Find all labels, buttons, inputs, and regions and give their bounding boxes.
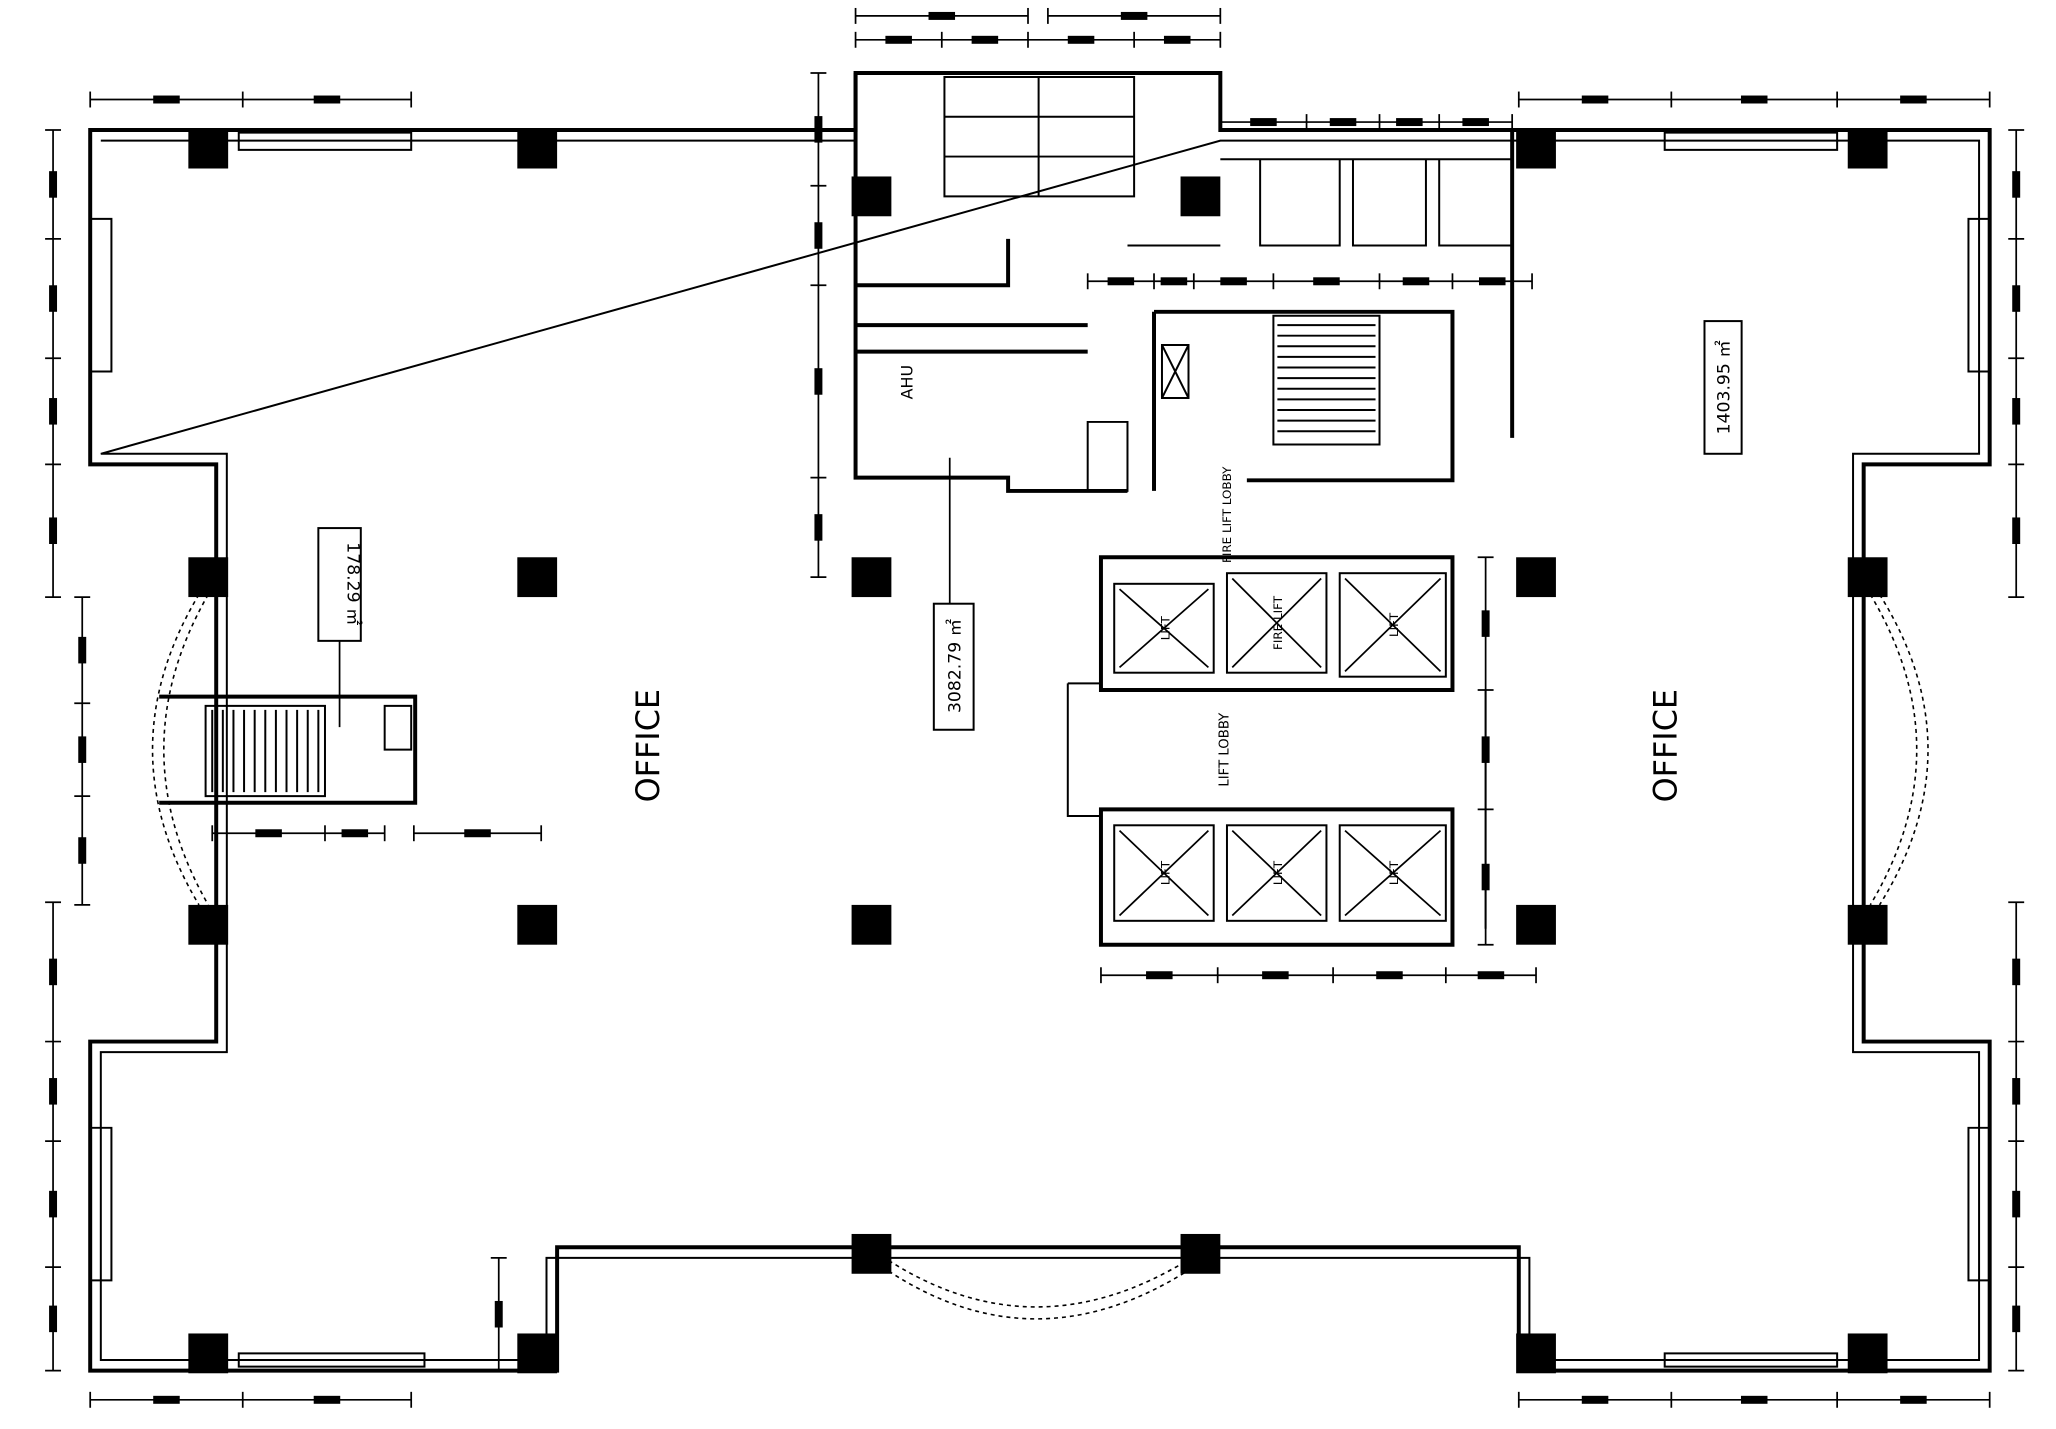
column: [1516, 904, 1556, 945]
dimension-line: [1047, 7, 1222, 24]
structural-columns: [188, 128, 1888, 1374]
column: [851, 557, 892, 598]
lift-shaft: LIFT: [1338, 824, 1447, 922]
column: [188, 1333, 229, 1374]
leader-lines: [338, 457, 951, 728]
dimension-lines: [45, 7, 2025, 1408]
dimension-line: [854, 7, 1029, 24]
dimension-line: [1100, 967, 1537, 984]
exterior-walls: [88, 70, 1992, 1373]
dimension-line: [45, 901, 62, 1372]
area-tag-office-left: 3082.79 ㎡: [932, 602, 975, 731]
office-right-label: OFFICE: [1647, 689, 1685, 802]
dimension-line: [2008, 129, 2025, 598]
column: [1516, 128, 1556, 169]
column: [188, 557, 229, 598]
dimension-line: [854, 31, 1222, 48]
dimension-line: [89, 1391, 413, 1408]
stair-area-label: 178.29 ㎡: [343, 542, 363, 625]
service-core: LIFT FIRE LIFT LIFT LIFT LIFT LIFT: [159, 72, 1515, 947]
area-tag-stair: 178.29 ㎡: [317, 527, 363, 642]
column: [188, 128, 229, 169]
column: [517, 904, 558, 945]
lift-shafts: LIFT FIRE LIFT LIFT LIFT LIFT LIFT: [1113, 572, 1447, 922]
column: [517, 128, 558, 169]
dimension-line: [74, 596, 91, 906]
ahu-label: AHU: [898, 365, 917, 399]
column: [1847, 904, 1888, 945]
lift-shaft: LIFT: [1113, 582, 1215, 674]
lift-label: LIFT: [1158, 615, 1172, 640]
dimension-line: [211, 825, 386, 842]
lift-label: LIFT: [1387, 860, 1401, 885]
dimension-line: [45, 129, 62, 598]
lift-shaft: LIFT: [1225, 824, 1328, 922]
dimension-line: [1086, 273, 1533, 290]
lift-label: FIRE LIFT: [1271, 595, 1285, 650]
lift-label: LIFT: [1271, 860, 1285, 885]
column: [851, 176, 892, 217]
dimension-line: [1477, 556, 1494, 946]
column: [851, 1233, 892, 1274]
dimension-line: [810, 72, 827, 579]
column: [517, 1333, 558, 1374]
lift-shaft: LIFT: [1113, 824, 1215, 922]
curved-glazing: [151, 594, 1929, 1320]
lift-label: LIFT: [1387, 612, 1401, 637]
office-right-area-label: 1403.95 ㎡: [1715, 340, 1735, 434]
dimension-line: [89, 91, 413, 108]
dimension-line: [1219, 114, 1514, 131]
area-tag-office-right: 1403.95 ㎡: [1703, 320, 1743, 455]
fire-lift-lobby-label: FIRE LIFT LOBBY: [1220, 466, 1234, 563]
lift-label: LIFT: [1158, 860, 1172, 885]
stair-treads-upper: [1277, 324, 1376, 433]
lift-lobby-label: LIFT LOBBY: [1217, 712, 1232, 787]
stair-treads-left: [211, 709, 320, 793]
column: [1180, 1233, 1221, 1274]
column: [1847, 128, 1888, 169]
column: [851, 904, 892, 945]
dimension-line: [412, 825, 543, 842]
dimension-line: [2008, 901, 2025, 1372]
dimension-line: [1517, 91, 1991, 108]
column: [1516, 1333, 1556, 1374]
column: [1516, 557, 1556, 598]
dimension-line: [1517, 1391, 1991, 1408]
column: [188, 904, 229, 945]
column: [1847, 1333, 1888, 1374]
column: [517, 557, 558, 598]
dimension-line: [490, 1256, 507, 1372]
lift-shaft: LIFT: [1338, 572, 1447, 678]
office-left-area-label: 3082.79 ㎡: [945, 619, 965, 713]
office-left-label: OFFICE: [629, 689, 667, 802]
column: [1180, 176, 1221, 217]
column: [1847, 557, 1888, 598]
lift-shaft: FIRE LIFT: [1225, 572, 1328, 674]
